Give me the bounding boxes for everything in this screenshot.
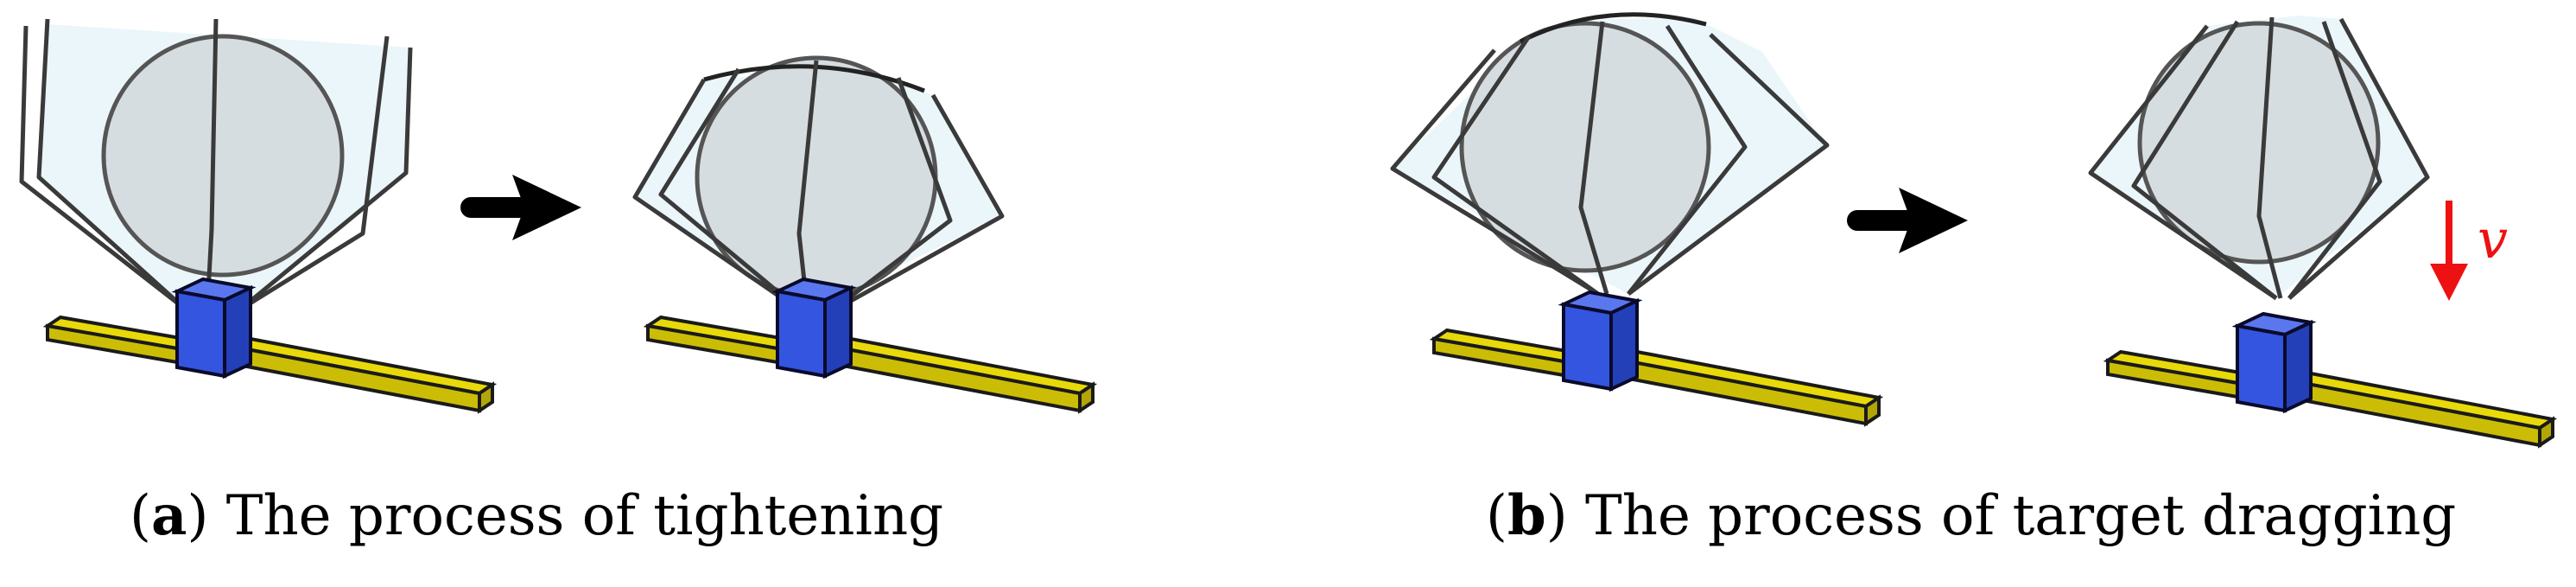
panel-b-stage-catch: [1390, 12, 1881, 425]
target-sphere: [2137, 21, 2381, 265]
caption-a: (a) The process of tightening: [130, 488, 943, 545]
panel-a-stage-tight: [632, 55, 1094, 412]
caption-a-text: The process of tightening: [208, 484, 944, 548]
target-sphere: [1459, 21, 1711, 273]
panel-a-stage-open: [19, 18, 494, 412]
caption-b-text: The process of target dragging: [1567, 484, 2457, 548]
process-arrow: [471, 175, 581, 240]
caption-b-label: b: [1507, 483, 1546, 548]
caption-a-close: ): [187, 484, 209, 548]
caption-b: (b) The process of target dragging: [1486, 488, 2456, 545]
caption-a-open: (: [130, 484, 151, 548]
caption-b-open: (: [1486, 484, 1507, 548]
panel-b-stage-drag: [2088, 16, 2554, 447]
target-sphere: [101, 34, 345, 278]
velocity-arrow: [2430, 201, 2468, 301]
process-arrow: [1857, 188, 1968, 253]
caption-b-close: ): [1545, 484, 1568, 548]
caption-a-label: a: [150, 483, 187, 548]
velocity-label: v: [2478, 207, 2508, 271]
